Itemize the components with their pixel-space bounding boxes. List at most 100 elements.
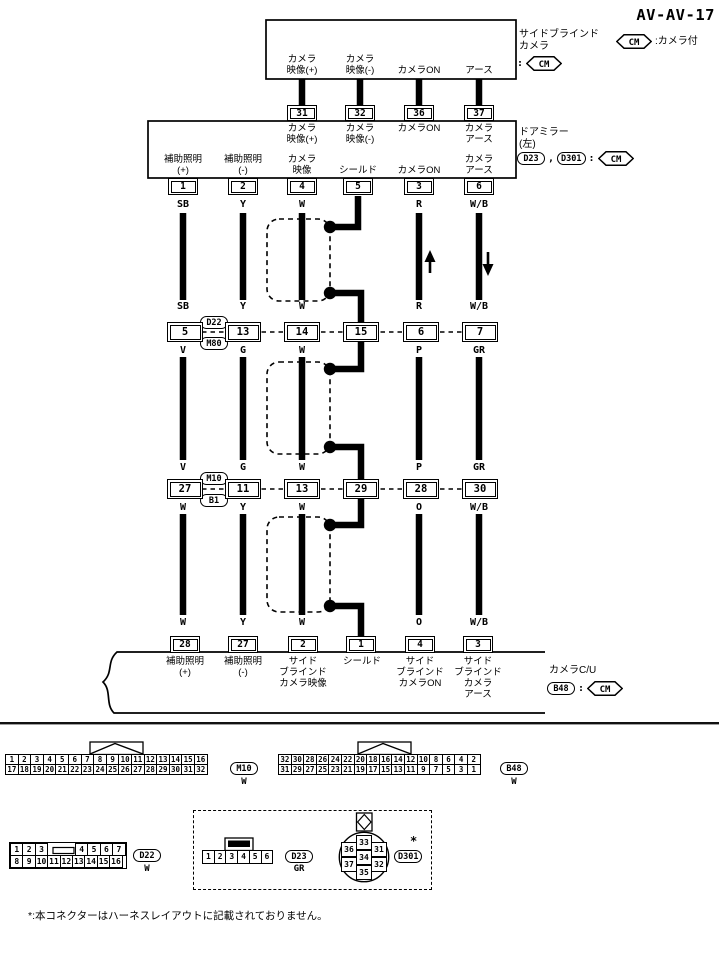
mirror-connectors: D23 , D301 : CM	[517, 151, 634, 166]
pin-box: 28	[170, 636, 200, 653]
connector-tag-d23: D23	[285, 850, 313, 863]
harness-note-box	[193, 810, 432, 890]
footnote-star: *	[410, 834, 418, 848]
d22-key-slot	[52, 846, 75, 855]
pin-box: 4	[405, 636, 435, 653]
wire-color-label: SB	[176, 301, 190, 312]
pin-box: 27	[228, 636, 258, 653]
separator-line	[0, 722, 719, 725]
pin-box: 30	[462, 479, 498, 499]
pin-cell: 37	[341, 857, 357, 873]
b48-latch-tab	[357, 741, 412, 756]
wire-color-label: GR	[472, 345, 486, 356]
pin-label: カメラON	[397, 165, 441, 176]
connector-color: GR	[293, 864, 305, 874]
wires	[179, 79, 483, 615]
pin-label: 補助照明(+)	[165, 656, 204, 678]
wire-color-label: P	[415, 462, 423, 473]
wire-color-label: W	[179, 617, 187, 628]
wire-color-label: O	[415, 617, 423, 628]
pin-box: 15	[343, 322, 379, 342]
pin-box: 31	[287, 105, 317, 121]
pin-box: 6	[403, 322, 439, 342]
pin-label: 補助照明(-)	[223, 154, 262, 176]
pin-label: アース	[465, 65, 493, 76]
pin-cell: 36	[341, 842, 357, 858]
junction-dots	[323, 220, 337, 613]
wire-color-label: W	[298, 462, 306, 473]
wire-color-label: G	[239, 345, 247, 356]
wire-color-label: SB	[176, 199, 190, 210]
connector-color: W	[144, 864, 150, 874]
pin-box: 28	[403, 479, 439, 499]
pin-cell: 1	[466, 763, 481, 775]
connector-color: W	[241, 777, 247, 787]
pin-box: 37	[464, 105, 494, 121]
wire-color-label: W/B	[469, 502, 489, 513]
wire-color-label: W/B	[469, 301, 489, 312]
pin-box: 5	[343, 178, 373, 195]
pin-box: 4	[287, 178, 317, 195]
svg-text:CM: CM	[600, 685, 611, 695]
pin-label: カメラ映像	[287, 154, 317, 176]
pin-label: カメラアース	[464, 154, 494, 176]
pin-box: 1	[346, 636, 376, 653]
pin-box: 3	[463, 636, 493, 653]
pin-cell: 32	[193, 763, 208, 775]
page-title: AV-AV-17	[636, 6, 715, 24]
pin-box: 13	[225, 322, 261, 342]
pin-box: 14	[284, 322, 320, 342]
connector-color: W	[511, 777, 517, 787]
pin-label: シールド	[338, 165, 377, 176]
pin-box: 27	[167, 479, 203, 499]
top-unit-name: サイドブラインドカメラ	[519, 29, 599, 52]
wire-color-label: V	[179, 462, 187, 473]
connector-tag-d301: D301	[557, 152, 586, 165]
down-arrow	[482, 252, 494, 276]
pin-box: 7	[462, 322, 498, 342]
m10-latch-tab	[89, 741, 144, 756]
pin-box: 3	[404, 178, 434, 195]
pin-cell: 33	[356, 834, 372, 850]
pin-box: 32	[345, 105, 375, 121]
pin-cell: 34	[356, 849, 372, 865]
connector-tag-b48: B48	[547, 682, 575, 695]
pin-box: 5	[167, 322, 203, 342]
pin-label: カメラON	[397, 123, 441, 134]
connector-tag-d22: D22	[200, 316, 228, 329]
footnote: *:本コネクターはハーネスレイアウトに記載されておりません。	[28, 910, 328, 922]
cm-flag-hex: CM	[587, 681, 624, 696]
wire-color-label: W	[298, 345, 306, 356]
pin-label: 補助照明(-)	[223, 656, 262, 678]
pin-box: 2	[228, 178, 258, 195]
side-blind-camera-box	[265, 19, 517, 80]
colon: :	[588, 153, 595, 164]
wire-color-label: Y	[239, 199, 247, 210]
pin-label: シールド	[342, 656, 381, 667]
wire-color-label: P	[415, 345, 423, 356]
pin-label: カメラON	[397, 65, 441, 76]
wire-color-label: W	[298, 301, 306, 312]
d301-body	[338, 812, 390, 883]
cm-flag-hex: CM	[616, 34, 652, 49]
wire-color-label: Y	[239, 502, 247, 513]
cm-flag-hex: CM	[526, 56, 563, 71]
colon: :	[517, 58, 524, 69]
pin-box: 29	[343, 479, 379, 499]
wire-color-label: R	[415, 199, 423, 210]
pin-box: 11	[225, 479, 261, 499]
pin-cell: 16	[109, 854, 123, 868]
pin-cell: 32	[371, 857, 387, 873]
connector-dash-lines	[185, 331, 480, 490]
shield-loops	[266, 218, 331, 613]
connector-tag-b1: B1	[200, 494, 228, 507]
connector-tag-m10: M10	[230, 762, 258, 775]
pin-label: カメラ映像(+)	[286, 54, 318, 76]
wire-color-label: W	[298, 617, 306, 628]
wire-color-label: W	[298, 199, 306, 210]
